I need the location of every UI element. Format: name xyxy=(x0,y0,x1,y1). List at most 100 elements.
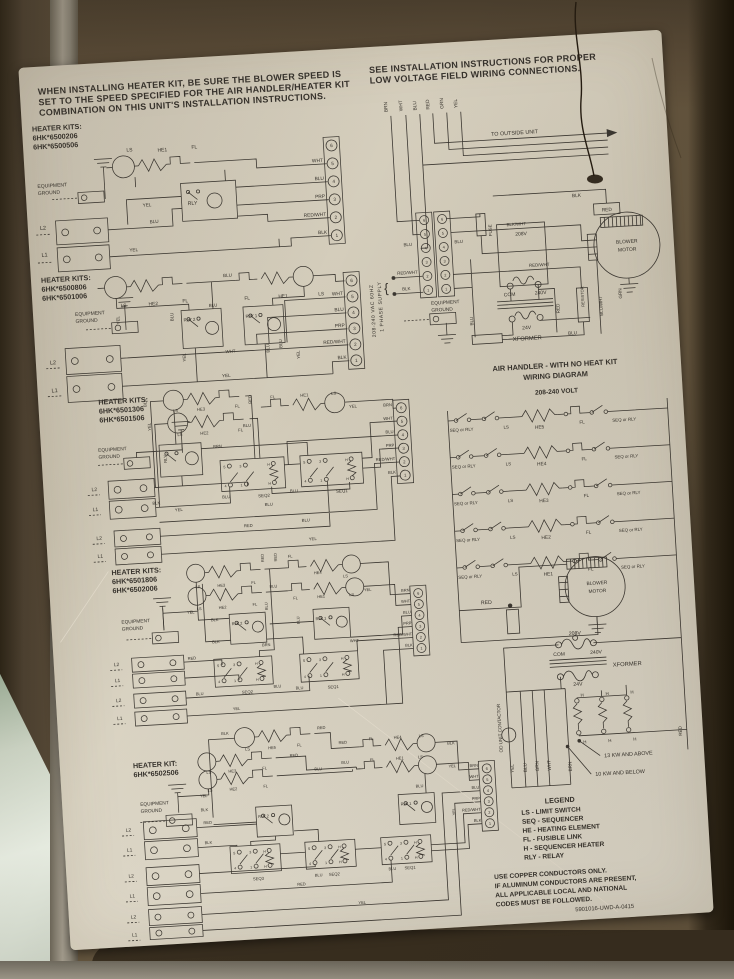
relay-contact xyxy=(248,313,253,318)
wire-label: RED xyxy=(273,553,278,562)
lug-screw xyxy=(72,385,81,393)
seq-terminal-number: 5 xyxy=(384,842,386,846)
relay-contact xyxy=(196,189,200,194)
red-wire-tag-box xyxy=(593,202,621,216)
terminal-number: 6 xyxy=(400,405,403,410)
ladder-contact xyxy=(570,522,575,527)
line-lug-box xyxy=(132,670,186,689)
seq-terminal-number: H xyxy=(346,477,349,481)
relay-label: RLY 1 xyxy=(401,801,413,807)
seq-terminal xyxy=(323,476,329,482)
terminal-number: 3 xyxy=(488,800,490,804)
seq-terminal-number: 4 xyxy=(218,680,220,684)
wire-label: BLU xyxy=(290,488,298,493)
terminal-number: 6 xyxy=(441,218,443,222)
chain-link xyxy=(183,389,240,401)
terminal-circle xyxy=(422,271,433,281)
wire-label: GRN xyxy=(439,97,446,109)
seq-terminal xyxy=(344,655,350,660)
wire-label: BLK xyxy=(211,617,219,622)
wire-label: BLU xyxy=(388,866,396,871)
wire-label: YEL xyxy=(233,706,242,711)
seq-terminal-number: H xyxy=(256,678,259,682)
terminal-circle xyxy=(325,139,338,152)
ground-dashed-lead xyxy=(404,319,431,322)
xformer-terminal xyxy=(506,282,514,290)
seq-terminal-number: 3 xyxy=(319,658,321,662)
seq-terminal xyxy=(272,480,277,485)
seq-terminal xyxy=(404,854,410,860)
relay-label: RLY 1 xyxy=(315,616,327,622)
ladder-contact xyxy=(488,526,493,532)
line-terminal-label: L1 xyxy=(93,507,99,513)
line-lug-box xyxy=(114,545,163,566)
wire-label: RED xyxy=(297,881,306,886)
terminal-number: 1 xyxy=(404,473,407,478)
wire-label: 24V xyxy=(573,681,583,688)
terminal-number: 6 xyxy=(423,219,425,223)
wire-label: BLK xyxy=(152,500,160,505)
line-terminal-label: L1 xyxy=(117,716,123,722)
terminal-circle xyxy=(484,807,495,818)
terminal-wire-label: PRP xyxy=(386,443,395,449)
wire-label: YEL xyxy=(509,764,515,773)
line-terminal-label: L2 xyxy=(131,914,137,920)
terminal-wire-label: BRN xyxy=(401,587,410,592)
wire-label: BLU xyxy=(269,583,277,588)
wire-label: RED xyxy=(203,820,212,825)
h-heater-terminal xyxy=(574,698,580,704)
line-terminal-label: L2 xyxy=(126,828,132,834)
seq-terminal-number: 3 xyxy=(400,841,402,845)
wire-label: GRN xyxy=(617,288,623,298)
ladder-seq-rly-label: SEQ or RLY xyxy=(454,500,478,506)
wire-label: BLK/WHT xyxy=(506,221,526,227)
wire-label: BLK xyxy=(142,399,147,407)
terminal-number: 6 xyxy=(330,143,333,148)
kit4-terminal-strip xyxy=(409,584,431,657)
terminal-circle xyxy=(399,456,410,468)
limit-switch-circle xyxy=(186,563,206,583)
kit3-heading: HEATER KITS: xyxy=(98,395,148,407)
sequencer-box xyxy=(304,838,357,870)
terminal-circle xyxy=(350,354,363,367)
label-text-blocks: WHEN INSTALLING HEATER KIT, BE SURE THE … xyxy=(32,52,653,914)
wire-label: RED xyxy=(188,655,197,660)
relay-box xyxy=(180,307,224,349)
ground-symbol xyxy=(153,597,172,607)
limit-switch-circle xyxy=(104,276,127,299)
seq-terminal-number: 4 xyxy=(224,484,226,488)
lug-screw xyxy=(140,504,149,512)
relay-coil xyxy=(421,801,433,813)
kit1-heading: HEATER KITS: xyxy=(32,122,82,134)
ah-motor-speed-tap-bars xyxy=(570,557,604,570)
chain-link xyxy=(216,769,273,780)
relay-label: RLY 2 xyxy=(183,317,196,323)
seq-terminal xyxy=(306,657,312,663)
relay-contact xyxy=(196,316,201,321)
terminal-circle xyxy=(439,256,450,266)
equipment-ground-label: GROUND xyxy=(98,454,120,461)
transformer-label: XFORMER xyxy=(613,661,642,669)
equipment-ground-label: GROUND xyxy=(38,190,61,197)
ground-stem xyxy=(162,606,165,631)
kit5-wires xyxy=(177,732,483,931)
terminal-circle xyxy=(413,588,424,598)
seq-terminal xyxy=(348,456,354,462)
ground-stem xyxy=(103,166,106,199)
ladder-contact xyxy=(469,454,474,459)
ladder-contact xyxy=(503,562,508,568)
limit-switch-circle xyxy=(167,412,189,434)
terminal-number: 6 xyxy=(486,767,488,771)
seq-terminal xyxy=(237,677,243,683)
line-lug-box xyxy=(149,924,204,940)
ladder-contact xyxy=(568,485,573,490)
seq-terminal-number: H xyxy=(263,850,266,854)
sequencer-label: SEQ1 xyxy=(327,684,339,690)
line-terminal-label: L1 xyxy=(132,932,138,938)
air-handler-title: WIRING DIAGRAM xyxy=(523,369,588,382)
sequencer-box xyxy=(299,650,360,683)
terminal-wire-label: BRN xyxy=(383,402,392,408)
ladder-contact xyxy=(460,528,465,533)
heating-element xyxy=(208,564,237,579)
wire-label: FL xyxy=(182,298,188,304)
